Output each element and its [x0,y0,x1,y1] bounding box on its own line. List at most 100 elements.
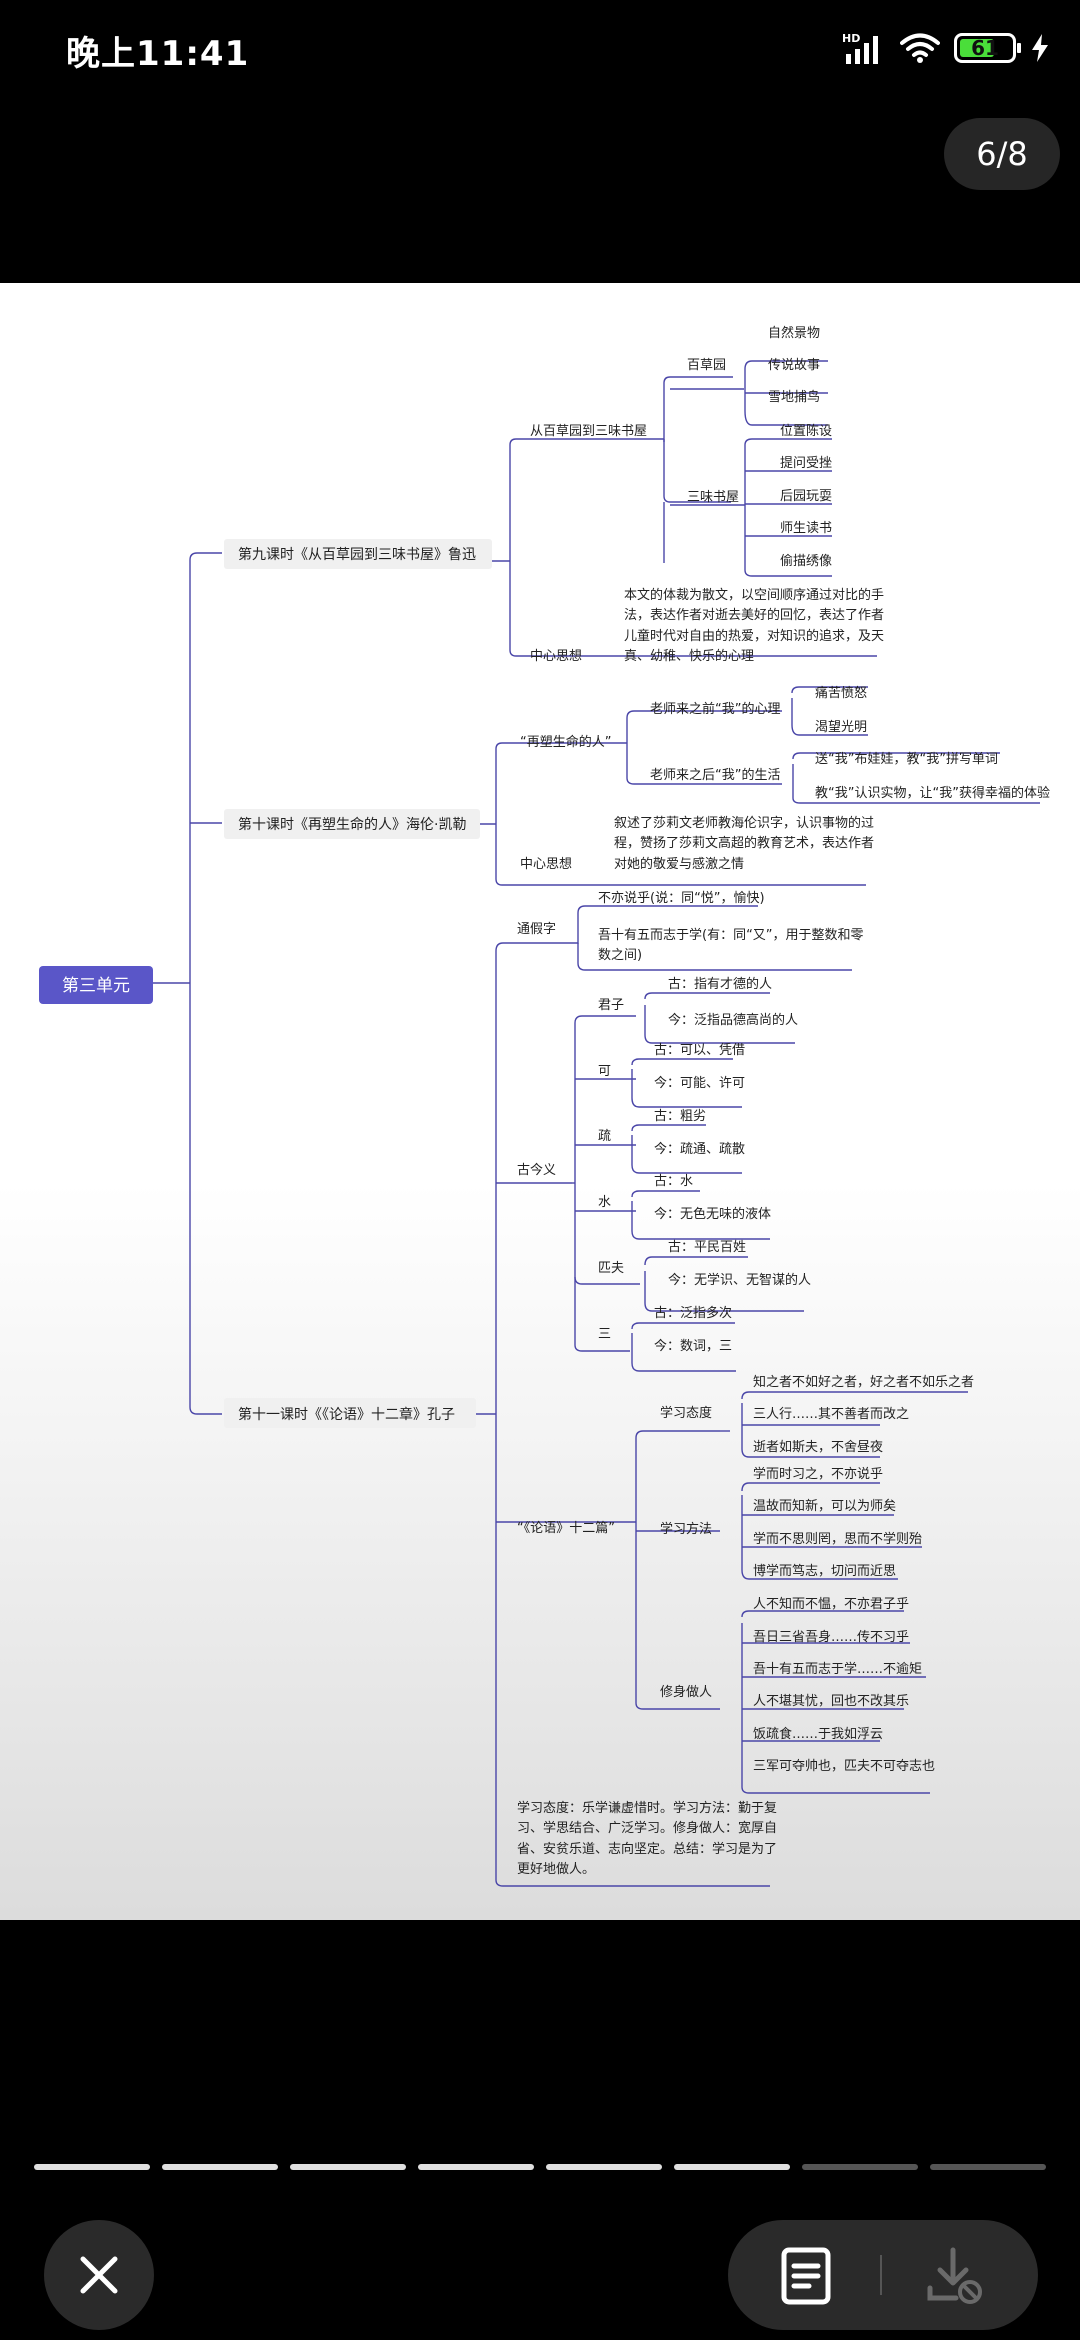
method-2: 学而不思则罔，思而不学则殆 [753,1531,922,1547]
l9-branch: 从百草园到三味书屋 [530,424,647,439]
l11-tongjia-1a: 吾十有五而志于学(有：同“又”，用于整数和零 [598,927,864,943]
word-1-jin: 今：可能、许可 [654,1075,745,1091]
moral-5: 三军可夺帅也，匹夫不可夺志也 [753,1759,935,1774]
word-4-gu: 古：平民百姓 [668,1240,746,1255]
l11-tongjia-1b: 数之间) [598,948,642,963]
word-0-jin: 今：泛指品德高尚的人 [668,1012,798,1028]
l11-lunyu: “《论语》十二篇” [517,1521,615,1536]
word-3-gu: 古：水 [654,1174,693,1189]
battery-icon: 61 [954,33,1021,63]
word-2: 疏 [598,1129,611,1144]
l11-gujin: 古今义 [517,1162,556,1178]
l11-attitude: 学习态度 [660,1405,712,1421]
l9-baicao-2: 雪地捕鸟 [768,389,820,405]
status-icons: HD 61 [842,28,1050,68]
close-button[interactable] [44,2220,154,2330]
summary-1: 习、学思结合、广泛学习。修身做人：宽厚自 [517,1820,777,1836]
l9-sanwei-2: 后园玩耍 [780,489,832,504]
l11-method: 学习方法 [660,1521,712,1537]
word-2-jin: 今：疏通、疏散 [654,1141,745,1157]
word-4: 匹夫 [598,1261,624,1276]
word-1-gu: 古：可以、凭借 [654,1043,745,1058]
l10-theme-1: 程，赞扬了莎莉文高超的教育艺术，表达作者 [614,835,874,851]
progress-segment [162,2164,278,2170]
progress-segment [34,2164,150,2170]
download-disabled-icon [927,2247,982,2304]
attitude-0: 知之者不如好之者，好之者不如乐之者 [753,1374,974,1390]
word-2-gu: 古：粗劣 [654,1109,706,1124]
page-counter: 6/8 [944,118,1060,190]
wifi-icon [900,33,940,63]
l10-branch: “再塑生命的人” [520,734,611,750]
method-0: 学而时习之，不亦说乎 [753,1466,883,1482]
l10-after-0: 送“我”布娃娃，教“我”拼写单词 [815,751,998,767]
l11-tongjia: 通假字 [517,922,556,937]
status-bar: 晚上11:41 HD 61 [0,0,1080,100]
progress-segment [802,2164,918,2170]
attitude-2: 逝者如斯夫，不舍昼夜 [753,1439,883,1455]
word-5-gu: 古：泛指多次 [654,1305,732,1321]
attitude-1: 三人行……其不善者而改之 [753,1406,909,1422]
l10-before-0: 痛苦愤怒 [815,685,867,701]
progress-segment [418,2164,534,2170]
l9-theme-label: 中心思想 [530,648,582,664]
method-1: 温故而知新，可以为师矣 [753,1498,896,1514]
lesson11-title: 第十一课时《《论语》十二章》孔子 [238,1406,455,1423]
l10-theme-label: 中心思想 [520,856,572,872]
signal-icon: HD [842,32,878,64]
l9-theme-2: 儿童时代对自由的热爱，对知识的追求，及天 [624,628,884,644]
l9-baicao-1: 传说故事 [768,358,820,373]
progress-segment [930,2164,1046,2170]
l11-moral: 修身做人 [660,1684,712,1700]
l9-theme-0: 本文的体裁为散文，以空间顺序通过对比的手 [624,587,884,603]
word-5-jin: 今：数词，三 [654,1338,732,1354]
l10-theme-2: 对她的敬爱与感激之情 [614,856,744,872]
l10-after: 老师来之后“我”的生活 [650,767,780,783]
progress-segment [674,2164,790,2170]
l10-after-1: 教“我”认识实物，让“我”获得幸福的体验 [815,785,1050,801]
summary-3: 更好地做人。 [517,1862,595,1877]
pill-divider [880,2255,882,2295]
download-button[interactable] [920,2240,992,2312]
center-node-label: 第三单元 [62,976,130,996]
moral-1: 吾日三省吾身……传不习乎 [753,1629,909,1645]
moral-3: 人不堪其忧，回也不改其乐 [753,1694,909,1709]
summary-0: 学习态度：乐学谦虚惜时。学习方法：勤于复 [517,1800,777,1816]
l10-before: 老师来之前“我”的心理 [650,701,780,717]
progress-segment [546,2164,662,2170]
l9-theme-1: 法，表达作者对逝去美好的回忆，表达了作者 [624,607,884,623]
word-5: 三 [598,1327,611,1342]
l9-sanwei-3: 师生读书 [780,521,832,536]
battery-level: 61 [971,36,999,60]
moral-4: 饭疏食……于我如浮云 [753,1726,883,1742]
word-0: 君子 [598,998,624,1013]
moral-0: 人不知而不愠，不亦君子乎 [753,1596,909,1612]
document-icon [781,2247,831,2305]
mindmap: 第三单元 第九课时《从百草园到三味书屋》鲁迅 第十课时《再塑生命的人》海伦·凯勒… [39,325,1050,1887]
word-0-gu: 古：指有才德的人 [668,976,772,992]
status-time: 晚上11:41 [66,34,250,74]
word-3-jin: 今：无色无味的液体 [654,1206,771,1222]
l10-before-1: 渴望光明 [815,719,867,735]
charging-icon [1032,34,1048,62]
l11-tongjia-0: 不亦说乎(说：同“悦”，愉快) [598,890,765,906]
document-button[interactable] [770,2240,842,2312]
close-icon [80,2256,118,2294]
progress-segment [290,2164,406,2170]
word-4-jin: 今：无学识、无智谋的人 [668,1272,811,1288]
network-type: HD [842,32,860,45]
l9-sanwei-4: 偷描绣像 [780,554,832,569]
l9-sanwei-1: 提问受挫 [780,455,832,471]
l9-theme-3: 真、幼稚、快乐的心理 [624,648,754,664]
l9-sanwei-0: 位置陈设 [780,423,832,439]
lesson10-title: 第十课时《再塑生命的人》海伦·凯勒 [238,816,466,833]
summary-2: 省、安贫乐道、志向坚定。总结：学习是为了 [517,1841,777,1857]
l9-sanwei: 三味书屋 [687,490,739,505]
l9-baicao: 百草园 [687,358,726,373]
mindmap-image[interactable]: 第三单元 第九课时《从百草园到三味书屋》鲁迅 第十课时《再塑生命的人》海伦·凯勒… [0,283,1080,1920]
l10-theme-0: 叙述了莎莉文老师教海伦识字，认识事物的过 [614,815,874,831]
lesson9-title: 第九课时《从百草园到三味书屋》鲁迅 [238,546,476,563]
word-1: 可 [598,1064,611,1079]
method-3: 博学而笃志，切问而近思 [753,1563,896,1579]
center-node [39,966,153,1004]
